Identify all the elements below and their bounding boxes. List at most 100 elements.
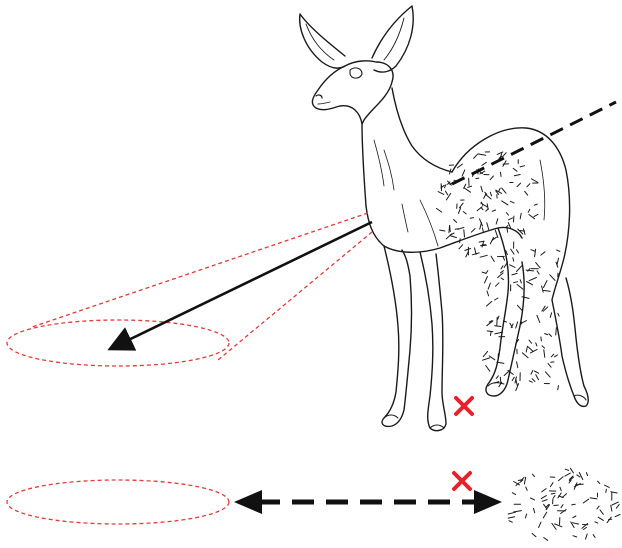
particle-mark <box>464 188 470 192</box>
particle-mark <box>595 522 598 523</box>
particle-mark <box>529 381 532 382</box>
particle-mark <box>545 334 548 335</box>
particle-mark <box>527 184 530 187</box>
dashed-trajectory-line <box>452 102 616 184</box>
particle-mark <box>465 249 471 251</box>
particle-mark <box>616 504 619 508</box>
particle-mark <box>551 354 554 357</box>
particle-mark <box>462 170 465 176</box>
particle-mark <box>508 517 515 518</box>
particle-mark <box>558 386 559 390</box>
particle-mark <box>491 256 494 261</box>
particle-mark <box>514 175 520 176</box>
particle-mark <box>544 350 545 358</box>
particle-mark <box>522 353 528 358</box>
particle-mark <box>565 473 571 476</box>
particle-mark <box>512 273 517 275</box>
particle-mark <box>513 258 514 261</box>
particle-mark <box>570 468 573 473</box>
particle-mark <box>509 218 513 220</box>
particle-mark <box>498 273 504 278</box>
particle-mark <box>557 250 560 251</box>
particle-mark <box>485 277 488 283</box>
particle-mark <box>520 280 521 283</box>
particle-mark <box>510 265 515 268</box>
particle-mark <box>573 523 579 524</box>
particle-mark <box>490 332 491 336</box>
particle-mark <box>544 281 548 288</box>
particle-mark <box>495 230 498 237</box>
particle-mark <box>534 214 538 216</box>
particle-mark <box>507 228 508 232</box>
particle-mark <box>542 489 546 492</box>
particle-mark <box>459 208 461 214</box>
particle-mark <box>537 315 540 322</box>
particle-mark <box>537 271 539 274</box>
particle-mark <box>526 270 534 271</box>
particle-mark <box>512 377 514 380</box>
red-x-icon <box>454 473 470 489</box>
particle-mark <box>506 213 508 216</box>
particle-mark <box>527 282 533 285</box>
particle-mark <box>590 498 597 499</box>
particle-mark <box>481 207 483 209</box>
particle-mark <box>550 275 555 281</box>
particle-mark <box>528 347 533 352</box>
particle-mark <box>517 183 521 187</box>
arrow-head-right <box>474 490 502 514</box>
deer-neck <box>362 124 366 206</box>
solid-direction-arrow <box>112 222 372 348</box>
particle-mark <box>520 166 525 167</box>
particle-mark <box>586 534 588 539</box>
particle-mark <box>486 366 490 372</box>
particle-mark <box>508 512 515 514</box>
particle-mark <box>525 514 526 518</box>
particle-mark <box>534 204 537 205</box>
red-dashed-ellipse-bottom <box>7 480 229 524</box>
particle-mark <box>514 511 522 512</box>
particle-mark <box>478 154 486 155</box>
particle-mark <box>490 176 493 180</box>
particle-mark <box>440 230 445 231</box>
particle-mark <box>532 179 538 183</box>
deer-rear-leg-right <box>552 278 588 406</box>
particle-mark <box>487 291 489 296</box>
particle-mark <box>459 245 463 249</box>
particle-mark <box>510 201 514 203</box>
particle-mark <box>551 493 555 494</box>
particle-mark <box>605 485 610 487</box>
particle-mark <box>450 226 451 232</box>
particle-mark <box>496 219 498 224</box>
particle-mark <box>528 209 530 212</box>
particle-mark <box>501 266 503 269</box>
particle-mark <box>561 505 563 508</box>
particle-mark <box>516 322 518 328</box>
particle-mark <box>483 351 487 356</box>
particle-mark <box>545 372 550 377</box>
particle-mark <box>535 249 536 256</box>
particle-mark <box>542 500 547 502</box>
particle-mark <box>503 153 507 157</box>
particle-mark <box>509 521 512 523</box>
particle-mark <box>526 487 528 490</box>
particle-mark <box>503 257 505 261</box>
particle-mark <box>525 191 528 195</box>
particle-mark <box>541 496 546 499</box>
particle-mark <box>482 272 485 273</box>
particle-mark <box>534 371 538 373</box>
particle-mark <box>607 517 611 523</box>
particle-mark <box>598 481 600 484</box>
particle-mark <box>548 363 551 367</box>
particle-mark <box>476 178 479 179</box>
particle-mark <box>486 271 488 274</box>
particle-mark <box>502 188 506 193</box>
particle-mark <box>550 313 551 318</box>
particle-mark <box>474 154 478 158</box>
particle-mark <box>436 208 441 212</box>
particle-mark <box>600 510 603 514</box>
particle-mark <box>498 316 499 319</box>
particle-mark <box>541 337 542 341</box>
particle-mark <box>483 358 490 360</box>
